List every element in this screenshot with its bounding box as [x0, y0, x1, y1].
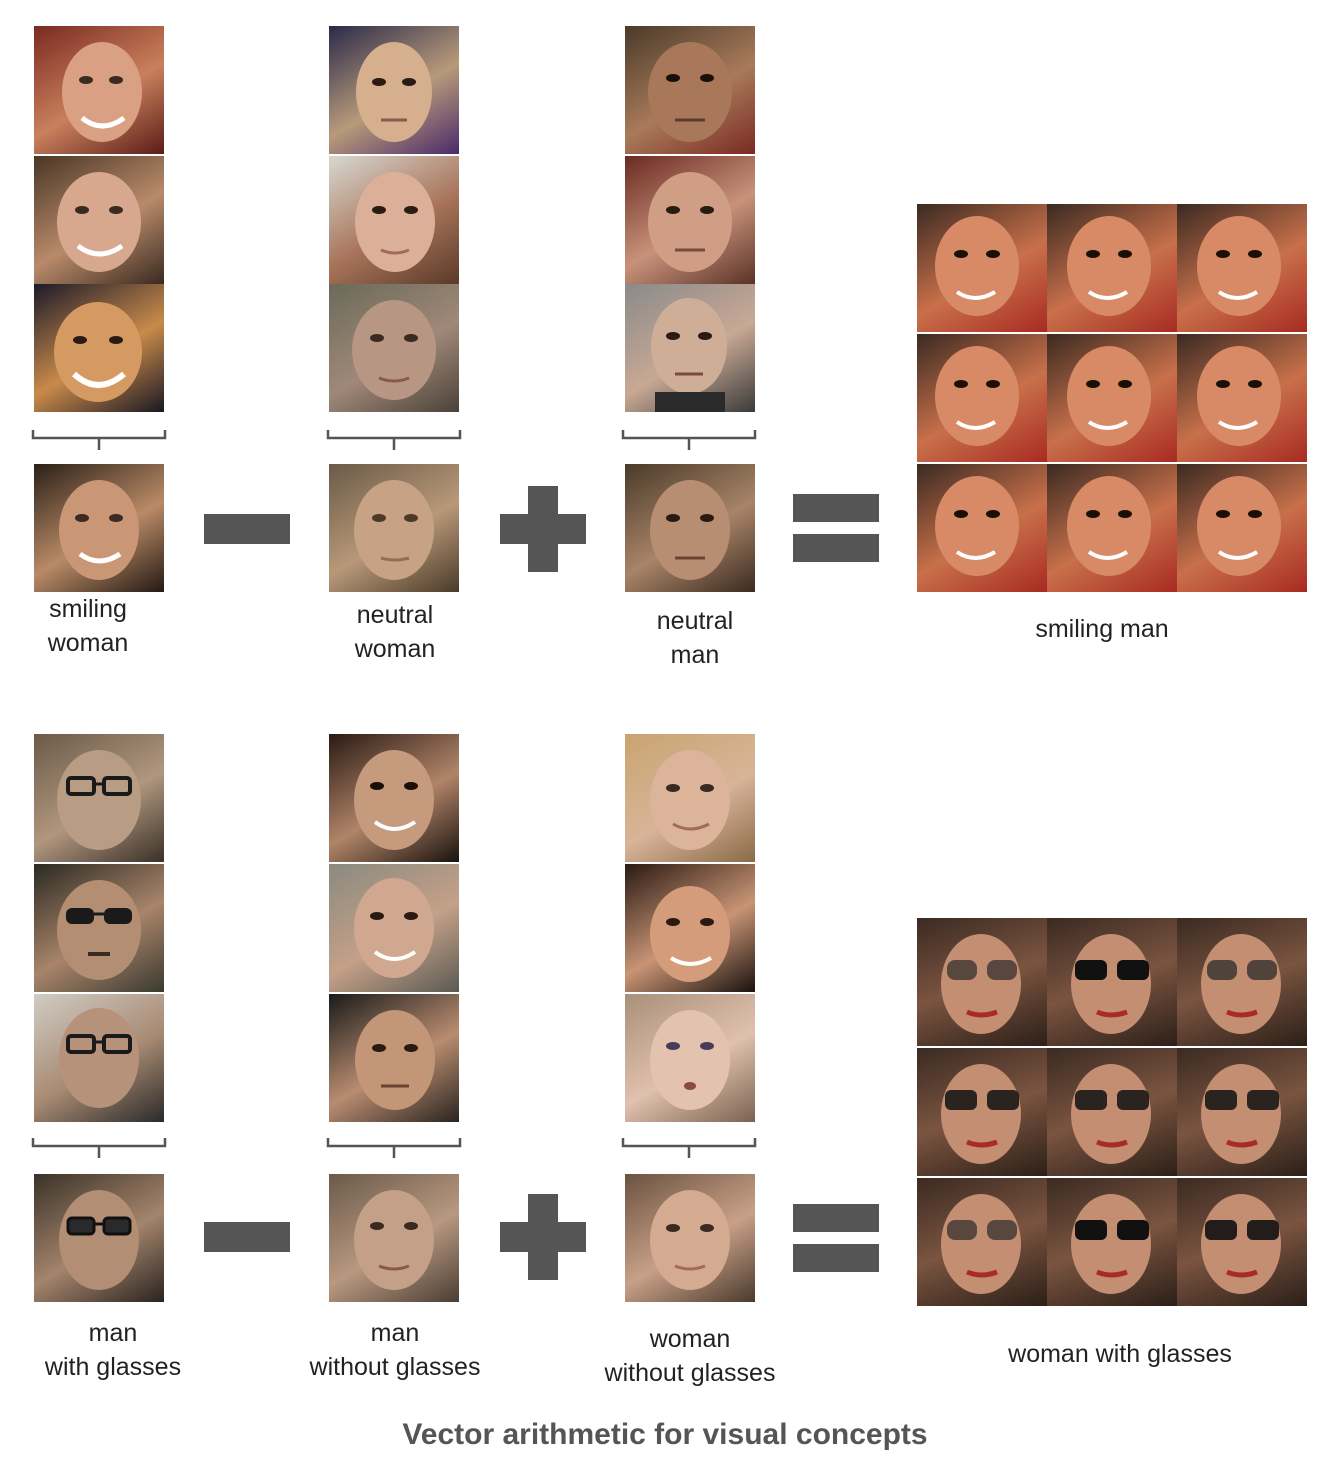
- face-image: [625, 864, 755, 992]
- face-image: [34, 994, 164, 1122]
- equals-operator-bottom: [793, 1244, 879, 1272]
- average-face-image: [34, 1174, 164, 1302]
- plus-operator-v: [528, 486, 558, 572]
- result-face-image: [1177, 918, 1307, 1046]
- face-image: [625, 994, 755, 1122]
- figure-caption: Vector arithmetic for visual concepts: [402, 1418, 928, 1451]
- brace: [326, 430, 462, 450]
- result-face-image: [917, 334, 1047, 462]
- result-face-image: [1047, 334, 1177, 462]
- face-image: [34, 26, 164, 154]
- term-label: neutral man: [656, 607, 734, 669]
- brace: [326, 1138, 462, 1158]
- face-image: [625, 734, 755, 862]
- result-face-image: [1047, 464, 1177, 592]
- result-face-image: [917, 464, 1047, 592]
- result-face-image: [1177, 1178, 1307, 1306]
- term-label: man with glasses: [44, 1319, 182, 1381]
- term-label: woman without glasses: [604, 1325, 776, 1387]
- result-face-image: [1177, 334, 1307, 462]
- brace: [31, 1138, 167, 1158]
- minus-operator: [204, 1222, 290, 1252]
- face-image: [34, 734, 164, 862]
- average-face-image: [34, 464, 164, 592]
- term-label: smiling woman: [47, 595, 129, 657]
- brace: [621, 430, 757, 450]
- face-image: [329, 734, 459, 862]
- equals-operator-top: [793, 1204, 879, 1232]
- face-image: [329, 26, 459, 154]
- term-label: neutral woman: [354, 601, 436, 663]
- result-face-image: [917, 918, 1047, 1046]
- brace: [621, 1138, 757, 1158]
- face-image: [625, 156, 755, 284]
- minus-operator: [204, 514, 290, 544]
- face-image: [625, 284, 755, 412]
- face-image: [34, 156, 164, 284]
- result-face-image: [917, 1048, 1047, 1176]
- result-face-image: [1047, 1178, 1177, 1306]
- face-image: [329, 864, 459, 992]
- result-face-image: [1177, 1048, 1307, 1176]
- result-face-image: [1047, 204, 1177, 332]
- result-face-image: [917, 204, 1047, 332]
- face-image: [329, 284, 459, 412]
- equals-operator-top: [793, 494, 879, 522]
- result-label: smiling man: [1035, 615, 1169, 643]
- plus-operator-v: [528, 1194, 558, 1280]
- face-image: [329, 994, 459, 1122]
- equals-operator-bottom: [793, 534, 879, 562]
- brace: [31, 430, 167, 450]
- face-image: [34, 284, 164, 412]
- result-face-image: [1047, 918, 1177, 1046]
- result-face-image: [917, 1178, 1047, 1306]
- result-face-image: [1177, 464, 1307, 592]
- face-image: [625, 26, 755, 154]
- average-face-image: [329, 464, 459, 592]
- result-face-image: [1047, 1048, 1177, 1176]
- face-image: [329, 156, 459, 284]
- result-label: woman with glasses: [1008, 1340, 1232, 1368]
- term-label: man without glasses: [309, 1319, 481, 1381]
- average-face-image: [625, 464, 755, 592]
- average-face-image: [329, 1174, 459, 1302]
- face-image: [34, 864, 164, 992]
- average-face-image: [625, 1174, 755, 1302]
- result-face-image: [1177, 204, 1307, 332]
